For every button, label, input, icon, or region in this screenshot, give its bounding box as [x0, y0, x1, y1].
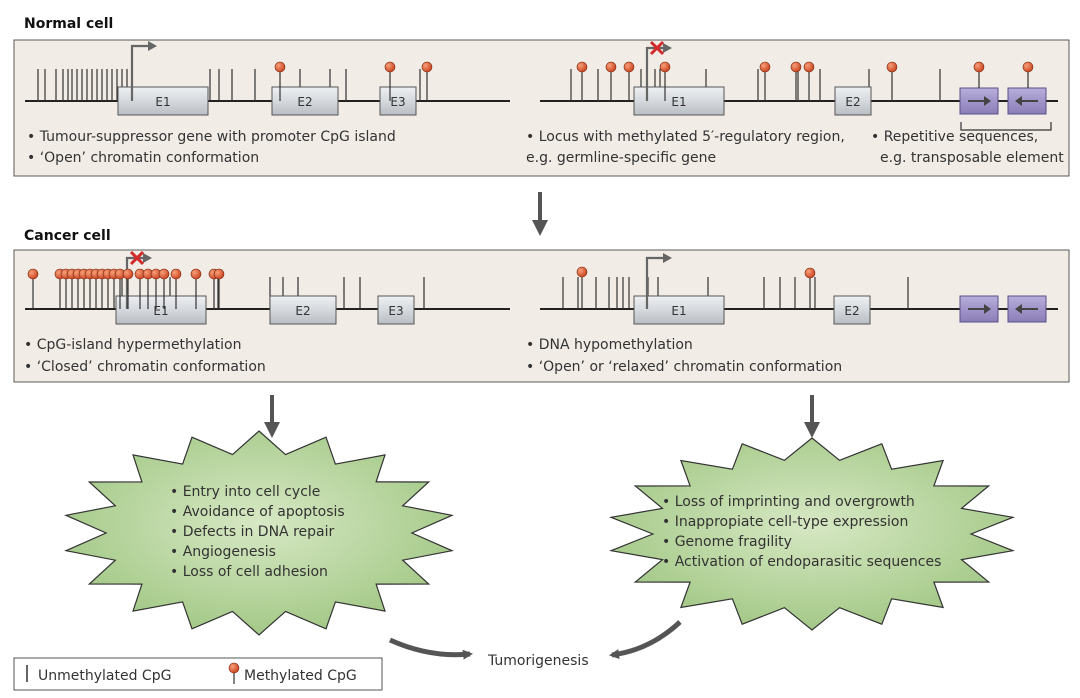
- repeat-arrow-icon: [1015, 304, 1022, 314]
- exon-e1: E1: [115, 295, 207, 325]
- methylated-cpg-icon: [213, 268, 225, 309]
- outcome-left-4: • Angiogenesis: [170, 544, 276, 560]
- repeat-element: [959, 295, 999, 323]
- methylated-cpg-icon: [274, 61, 286, 101]
- outcome-right-4: • Activation of endoparasitic sequences: [662, 554, 941, 570]
- curved-arrow-icon: [388, 637, 473, 660]
- methylated-cpg-icon: [421, 61, 433, 101]
- curved-arrow-icon: [609, 620, 682, 660]
- repeat-bracket: [960, 122, 1052, 131]
- methylated-cpg-icon: [228, 662, 240, 684]
- normal-left-desc-1: • Tumour-suppressor gene with promoter C…: [27, 129, 396, 145]
- exon-e2: E2: [269, 295, 337, 325]
- cancer-right-desc-2: • ‘Open’ or ‘relaxed’ chromatin conforma…: [526, 359, 842, 375]
- legend-box: [13, 657, 383, 691]
- exon-label: E2: [295, 304, 310, 318]
- outcome-left-1: • Entry into cell cycle: [170, 484, 320, 500]
- exon-e2: E2: [271, 86, 339, 116]
- cancer-left-desc-2: • ‘Closed’ chromatin conformation: [24, 359, 266, 375]
- normal-cell-title: Normal cell: [24, 16, 113, 32]
- exon-label: E1: [671, 95, 686, 109]
- repeat-arrow-icon: [1015, 96, 1022, 106]
- methylated-cpg-icon: [804, 267, 816, 309]
- exon-label: E1: [153, 304, 168, 318]
- block-x-icon: [649, 40, 665, 56]
- methylated-cpg-icon: [114, 268, 126, 309]
- repeat-element: [1007, 87, 1047, 115]
- outcome-right-2: • Inappropiate cell-type expression: [662, 514, 908, 530]
- normal-left-desc-2: • ‘Open’ chromatin conformation: [27, 150, 259, 166]
- down-arrow-icon: [804, 395, 820, 438]
- methylated-cpg-icon: [973, 61, 985, 88]
- exon-label: E3: [388, 304, 403, 318]
- outcome-left-5: • Loss of cell adhesion: [170, 564, 328, 580]
- methylated-cpg-icon: [122, 268, 134, 309]
- methylated-cpg-icon: [1022, 61, 1034, 88]
- hypomethylation-outcome-burst: [608, 437, 1016, 631]
- exon-e3: E3: [379, 86, 417, 116]
- methylated-cpg-icon: [576, 61, 588, 101]
- normal-mid-desc-2: e.g. germline-specific gene: [526, 150, 716, 166]
- tumour-suppressor-outcome-burst: [64, 430, 454, 636]
- methylated-cpg-icon: [158, 268, 170, 309]
- exon-label: E1: [671, 304, 686, 318]
- exon-e2: E2: [834, 86, 872, 116]
- methylated-cpg-icon: [803, 61, 815, 101]
- normal-right-desc-1: • Repetitive sequences,: [871, 129, 1038, 145]
- methylated-cpg-icon: [886, 61, 898, 101]
- normal-right-desc-2: e.g. transposable element: [880, 150, 1064, 166]
- transcription-arrow-icon: [130, 41, 157, 101]
- exon-e1: E1: [633, 295, 725, 325]
- normal-mid-desc-1: • Locus with methylated 5′-regulatory re…: [526, 129, 845, 145]
- exon-label: E2: [845, 95, 860, 109]
- methylated-cpg-icon: [605, 61, 617, 101]
- cancer-cell-title: Cancer cell: [24, 228, 111, 244]
- exon-label: E2: [844, 304, 859, 318]
- repeat-element: [1007, 295, 1047, 323]
- methylated-cpg-icon: [790, 61, 802, 101]
- methylated-cpg-icon: [190, 268, 202, 309]
- methylated-cpg-icon: [659, 61, 671, 101]
- exon-label: E2: [297, 95, 312, 109]
- repeat-element: [959, 87, 999, 115]
- tumorigenesis-label: Tumorigenesis: [487, 653, 589, 669]
- exon-e1: E1: [633, 86, 725, 116]
- outcome-right-1: • Loss of imprinting and overgrowth: [662, 494, 915, 510]
- cancer-right-desc-1: • DNA hypomethylation: [526, 337, 693, 353]
- legend-methylated-label: Methylated CpG: [244, 668, 357, 684]
- exon-label: E3: [390, 95, 405, 109]
- repeat-arrow-icon: [984, 304, 991, 314]
- exon-e3: E3: [377, 295, 415, 325]
- transcription-arrow-icon: [645, 253, 672, 309]
- methylated-cpg-icon: [170, 268, 182, 309]
- repeat-arrow-icon: [984, 96, 991, 106]
- exon-e2: E2: [833, 295, 871, 325]
- methylated-cpg-icon: [576, 266, 588, 309]
- outcome-left-2: • Avoidance of apoptosis: [170, 504, 345, 520]
- down-arrow-icon: [532, 192, 548, 236]
- cancer-left-desc-1: • CpG-island hypermethylation: [24, 337, 242, 353]
- block-x-icon: [129, 250, 145, 266]
- methylated-cpg-icon: [27, 268, 39, 309]
- outcome-right-3: • Genome fragility: [662, 534, 792, 550]
- methylated-cpg-icon: [384, 61, 396, 101]
- methylated-cpg-icon: [759, 61, 771, 101]
- exon-label: E1: [155, 95, 170, 109]
- methylated-cpg-icon: [623, 61, 635, 101]
- down-arrow-icon: [264, 395, 280, 438]
- legend-unmethylated-label: Unmethylated CpG: [38, 668, 171, 684]
- outcome-left-3: • Defects in DNA repair: [170, 524, 334, 540]
